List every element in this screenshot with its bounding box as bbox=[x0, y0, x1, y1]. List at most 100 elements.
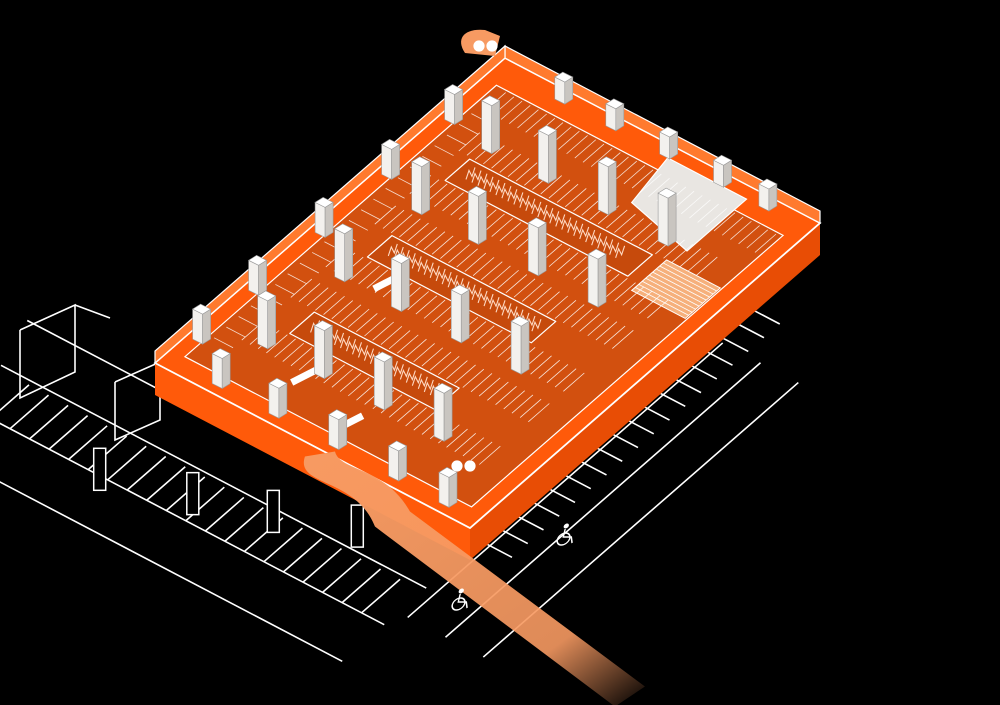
stall-line bbox=[458, 132, 481, 152]
stall-line bbox=[298, 283, 321, 302]
bike-rack bbox=[549, 211, 560, 224]
inner-column bbox=[667, 192, 677, 247]
stall-line bbox=[663, 239, 685, 259]
stall-line bbox=[495, 386, 517, 405]
structural-columns bbox=[191, 71, 778, 508]
stall-line bbox=[350, 261, 372, 281]
stall-line bbox=[687, 252, 710, 272]
bike-rack bbox=[465, 167, 476, 180]
stall-line bbox=[405, 338, 427, 358]
bicycle-icon bbox=[451, 460, 476, 472]
stair-tread bbox=[635, 286, 689, 316]
stall-line bbox=[407, 222, 429, 242]
street-stall-line bbox=[68, 425, 108, 460]
stall-line bbox=[556, 183, 579, 203]
wall-column bbox=[438, 467, 458, 478]
stall-line bbox=[540, 175, 562, 195]
inner-column bbox=[548, 129, 557, 184]
stall-line bbox=[448, 244, 470, 264]
wall-column bbox=[268, 382, 280, 419]
street-stall-line bbox=[126, 455, 167, 491]
street-stall-line bbox=[341, 568, 382, 604]
inner-column bbox=[390, 253, 411, 264]
stall-line bbox=[458, 123, 479, 135]
stall-line bbox=[415, 227, 438, 246]
stall-line bbox=[538, 291, 560, 311]
bike-rack bbox=[513, 192, 524, 205]
street-stall-line bbox=[224, 507, 264, 542]
stall-line bbox=[630, 222, 653, 242]
wall-column bbox=[380, 139, 401, 150]
bike-rack bbox=[561, 217, 572, 230]
stall-line bbox=[573, 192, 595, 212]
street-stall-line bbox=[29, 404, 69, 440]
stall-line bbox=[509, 105, 531, 125]
stall-line bbox=[630, 290, 653, 310]
stall-line bbox=[606, 278, 628, 297]
stall-line bbox=[622, 286, 645, 306]
wall-column bbox=[248, 259, 259, 296]
street-stall-line bbox=[9, 394, 50, 430]
bike-rack bbox=[453, 278, 464, 291]
outside-bollard bbox=[186, 471, 200, 516]
stall-line bbox=[563, 372, 585, 392]
stall-line bbox=[697, 203, 719, 223]
stall-line bbox=[437, 356, 460, 375]
stall-line bbox=[446, 428, 468, 448]
wall-column bbox=[605, 98, 625, 110]
stall-line bbox=[680, 195, 703, 215]
stall-line bbox=[500, 100, 523, 120]
stall-line bbox=[390, 214, 413, 234]
inner-column bbox=[478, 190, 487, 245]
inner-column bbox=[450, 284, 470, 296]
stall-line bbox=[483, 145, 505, 165]
stall-line bbox=[640, 173, 662, 193]
stall-line bbox=[483, 213, 505, 233]
stall-line bbox=[638, 226, 661, 246]
stall-line bbox=[511, 394, 534, 414]
bike-rack bbox=[567, 220, 578, 233]
inner-column bbox=[460, 289, 470, 344]
bike-rack bbox=[555, 214, 566, 227]
stall-line bbox=[481, 261, 503, 281]
bike-rack bbox=[411, 256, 422, 269]
wall-column bbox=[381, 143, 392, 180]
inner-column bbox=[411, 161, 423, 216]
left-wall-outline bbox=[19, 303, 76, 400]
stall-line bbox=[525, 113, 547, 133]
stall-line bbox=[519, 398, 542, 418]
wall-column bbox=[398, 445, 407, 482]
inner-column bbox=[373, 351, 393, 363]
stall-line bbox=[713, 212, 736, 232]
stall-line bbox=[499, 222, 522, 242]
bike-rack bbox=[579, 226, 590, 240]
stall-line bbox=[266, 334, 288, 354]
bike-rack bbox=[345, 339, 357, 352]
bike-rack bbox=[357, 345, 369, 358]
left-wall-outline bbox=[114, 360, 161, 442]
stall-line bbox=[574, 139, 597, 159]
stall-line bbox=[472, 257, 495, 276]
inner-column bbox=[520, 320, 530, 375]
stall-line bbox=[299, 262, 319, 274]
wall-column bbox=[438, 471, 450, 508]
bike-rack bbox=[363, 348, 374, 361]
inner-column bbox=[597, 156, 617, 168]
stall-line bbox=[590, 148, 613, 167]
stair-tread bbox=[645, 277, 700, 307]
stall-line bbox=[554, 299, 577, 319]
wall-column bbox=[314, 197, 334, 208]
inner-column bbox=[510, 315, 530, 327]
bike-rack bbox=[411, 373, 422, 386]
wall-column bbox=[443, 84, 464, 95]
street-stall-line bbox=[530, 500, 560, 517]
stall-line bbox=[689, 199, 711, 219]
stall-line bbox=[348, 220, 368, 231]
street-stall-line bbox=[546, 486, 576, 504]
bike-rack bbox=[399, 367, 410, 380]
wall-column bbox=[192, 308, 203, 345]
bike-rack bbox=[501, 186, 512, 199]
wall-column bbox=[659, 126, 679, 138]
bike-rack bbox=[519, 195, 530, 208]
parking-island bbox=[444, 158, 653, 277]
